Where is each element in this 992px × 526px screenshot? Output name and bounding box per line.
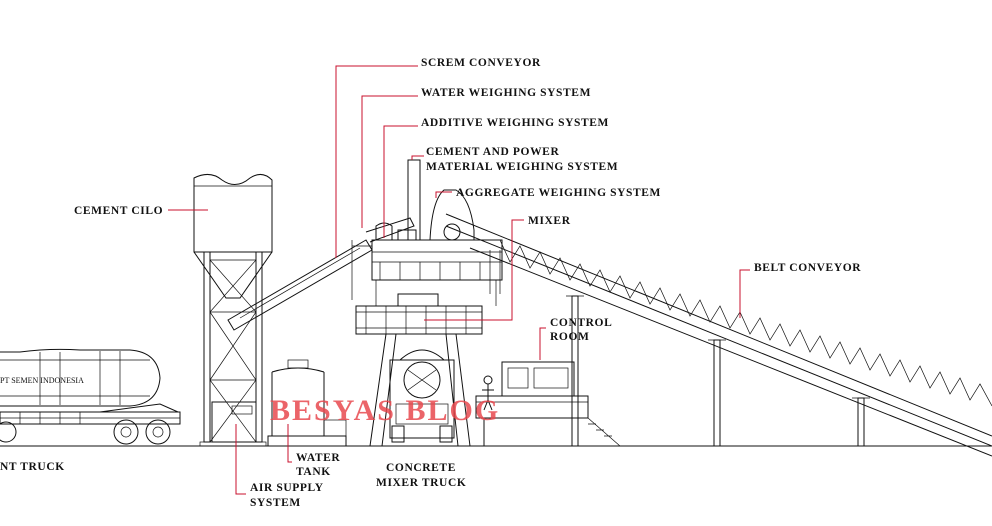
truck-body-text: PT SEMEN INDONESIA [0,376,84,385]
label-concrete-mixer-line1: CONCRETE [386,462,456,474]
label-mixer: MIXER [528,215,571,227]
label-belt-conveyor: BELT CONVEYOR [754,262,861,274]
label-cement-power-line2: MATERIAL WEIGHING SYSTEM [426,161,618,173]
label-water-tank-line1: WATER [296,452,340,464]
cement-truck: PT SEMEN INDONESIA [0,348,181,445]
label-cement-truck: NT TRUCK [0,461,65,473]
label-control-room-line1: CONTROL [550,317,612,329]
label-air-supply-line2: SYSTEM [250,497,301,509]
water-tank [267,359,347,447]
label-cement-power-line1: CEMENT AND POWER [426,146,559,158]
cement-silo [193,174,273,447]
label-air-supply-line1: AIR SUPPLY [250,482,324,494]
control-room [475,361,621,447]
label-water-weighing: WATER WEIGHING SYSTEM [421,87,591,99]
label-concrete-mixer-line2: MIXER TRUCK [376,477,466,489]
label-aggregate-weighing: AGGREGATE WEIGHING SYSTEM [456,187,661,199]
label-cement-silo: CEMENT CILO [74,205,163,217]
belt-conveyor [443,213,992,457]
watermark: BESYAS BLOG [270,394,500,427]
label-water-tank-line2: TANK [296,466,331,478]
label-control-room-line2: ROOM [550,331,589,343]
label-additive-weighing: ADDITIVE WEIGHING SYSTEM [421,117,609,129]
concrete-mixer-truck [389,349,455,443]
label-screw-conveyor: SCREM CONVEYOR [421,57,541,69]
leader-lines [168,65,750,495]
